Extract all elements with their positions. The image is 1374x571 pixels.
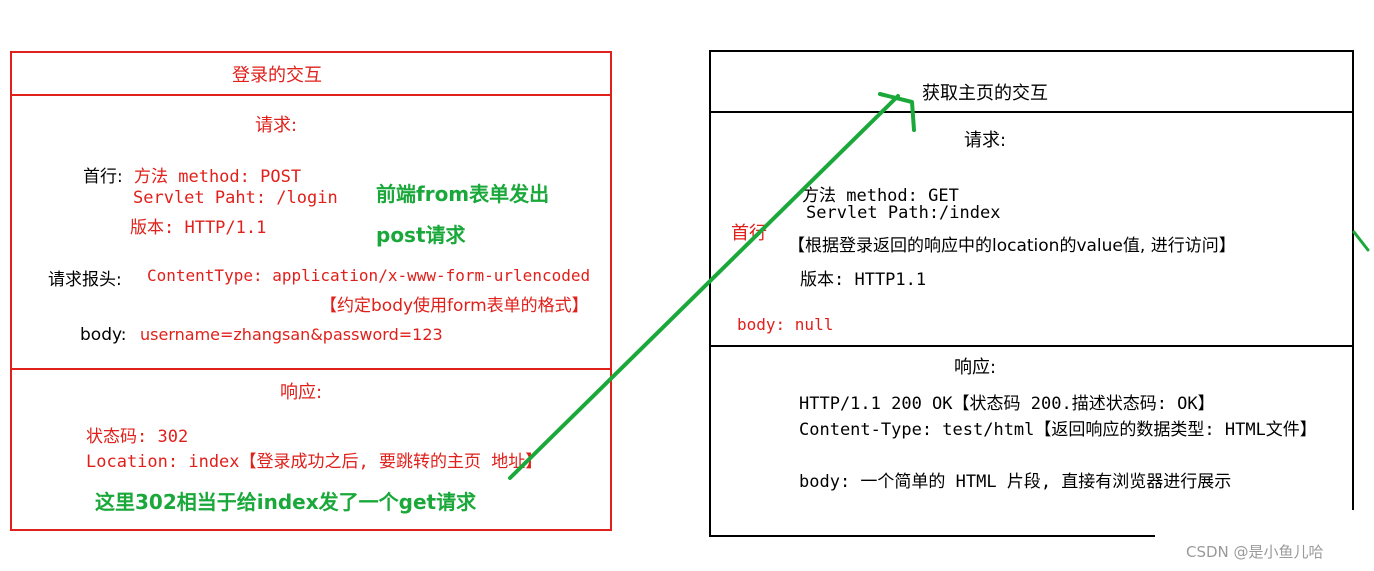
watermark: CSDN @是小鱼儿哈 [1186,543,1324,561]
right-panel-title: 获取主页的交互 [922,83,1048,104]
right-response-header: 响应: [954,357,997,378]
right-response-body: body: 一个简单的 HTML 片段, 直接有浏览器进行展示 [799,472,1232,492]
redirect-arrow-line [508,94,900,480]
left-response-location: Location: index【登录成功之后, 要跳转的主页 地址】 [86,452,543,472]
right-first-line-label: 首行 [731,223,767,244]
right-response-content-type: Content-Type: test/html【返回响应的数据类型: HTML文… [799,420,1317,440]
left-servlet-path: Servlet Paht: /login [133,188,338,208]
right-panel-border-bottom [709,535,1155,537]
left-response-divider [10,368,612,370]
right-panel-border-left [709,50,711,537]
left-content-type-note: 【约定body使用form表单的格式】 [320,296,589,316]
left-response-status: 状态码: 302 [86,427,189,447]
left-headers-label: 请求报头: [48,270,122,290]
right-response-divider [709,345,1354,347]
left-response-header: 响应: [280,382,323,403]
right-response-status-line: HTTP/1.1 200 OK【状态码 200.描述状态码: OK】 [799,394,1215,414]
left-version: 版本: HTTP/1.1 [130,218,267,238]
right-servlet-path: Servlet Path:/index [806,203,1001,223]
left-request-method: 方法 method: POST [134,167,302,187]
left-panel [10,51,612,531]
left-title-divider [10,94,612,96]
right-request-header: 请求: [964,130,1007,151]
left-body-value: username=zhangsan&password=123 [140,325,443,344]
annotation-form-line1: 前端from表单发出 [376,182,550,206]
right-request-note: 【根据登录返回的响应中的location的value值, 进行访问】 [788,236,1236,256]
right-request-version: 版本: HTTP1.1 [800,270,927,290]
right-request-body: body: null [737,315,834,334]
left-first-line-label: 首行: [83,167,123,187]
annotation-302: 这里302相当于给index发了一个get请求 [95,490,477,514]
left-body-label: body: [80,325,127,345]
right-title-divider [709,111,1354,113]
edge-green-mark [1352,230,1370,252]
right-panel-border-top [709,50,1354,52]
left-request-header: 请求: [255,115,298,136]
annotation-form-line2: post请求 [376,223,466,247]
right-panel-border-right [1352,50,1354,510]
redirect-arrowhead [878,92,916,132]
left-panel-title: 登录的交互 [232,65,322,86]
left-content-type: ContentType: application/x-www-form-urle… [147,266,591,285]
right-request-method: 方法 method: GET [802,186,959,206]
